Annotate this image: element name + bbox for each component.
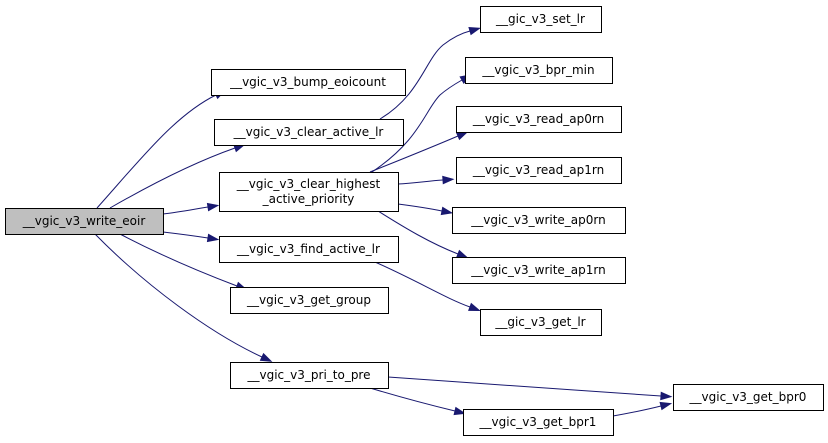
edge-get_bpr1-to-get_bpr0 — [612, 401, 673, 417]
node-get-bpr0[interactable]: __vgic_v3_get_bpr0 — [673, 384, 824, 411]
edge-arrowhead — [442, 175, 455, 185]
node-root[interactable]: __vgic_v3_write_eoir — [5, 208, 164, 235]
node-label: __vgic_v3_write_eoir — [22, 214, 146, 228]
node-box[interactable] — [219, 236, 399, 263]
edge-line — [369, 135, 459, 173]
edge-root-to-pri_to_pre — [94, 233, 273, 362]
edge-root-to-clear_hp — [162, 202, 220, 215]
node-label: __vgic_v3_read_ap0rn — [472, 112, 604, 126]
node-label: __vgic_v3_get_bpr0 — [689, 390, 807, 404]
edge-arrowhead — [453, 406, 467, 416]
node-label: __vgic_v3_pri_to_pre — [247, 368, 371, 382]
node-box[interactable] — [480, 6, 602, 33]
node-box[interactable] — [463, 409, 614, 436]
node-box[interactable] — [456, 157, 622, 184]
edge-line — [162, 231, 209, 239]
node-get-group[interactable]: __vgic_v3_get_group — [230, 287, 389, 314]
edge-line — [612, 405, 662, 417]
node-box[interactable] — [211, 69, 406, 96]
edge-arrowhead — [468, 302, 481, 311]
node-label: __gic_v3_get_lr — [494, 315, 585, 329]
edge-clear_lr-to-set_lr — [379, 26, 482, 120]
edges-layer — [94, 26, 673, 417]
node-label: __gic_v3_set_lr — [495, 12, 585, 26]
edge-root-to-find_lr — [162, 231, 220, 243]
node-read-ap1rn[interactable]: __vgic_v3_read_ap1rn — [456, 157, 622, 184]
edge-arrowhead — [455, 249, 469, 259]
edge-line — [397, 203, 443, 212]
node-read-ap0rn[interactable]: __vgic_v3_read_ap0rn — [456, 106, 622, 133]
node-box[interactable] — [219, 172, 399, 212]
node-box[interactable] — [230, 287, 389, 314]
node-box[interactable] — [214, 119, 404, 146]
edge-arrowhead — [468, 26, 482, 36]
node-label: __vgic_v3_get_bpr1 — [479, 415, 597, 429]
node-box[interactable] — [465, 57, 613, 84]
node-label: __vgic_v3_write_ap1rn — [470, 263, 606, 277]
edge-arrowhead — [660, 391, 673, 401]
node-get-lr[interactable]: __gic_v3_get_lr — [480, 309, 602, 336]
edge-clear_hp-to-read_ap1rn — [397, 175, 455, 185]
node-label: __vgic_v3_bump_eoicount — [229, 75, 386, 89]
node-box[interactable] — [673, 384, 824, 411]
edge-line — [162, 206, 209, 215]
node-label: __vgic_v3_read_ap1rn — [472, 163, 604, 177]
node-label: __vgic_v3_write_ap0rn — [470, 213, 606, 227]
nodes-layer: __vgic_v3_write_eoir __vgic_v3_bump_eoico… — [5, 6, 824, 436]
edge-line — [109, 147, 236, 209]
node-label: __vgic_v3_get_group — [246, 293, 371, 307]
edge-pri_to_pre-to-get_bpr1 — [369, 387, 467, 416]
node-box[interactable] — [452, 257, 626, 284]
node-bpr-min[interactable]: __vgic_v3_bpr_min — [465, 57, 613, 84]
node-write-ap1rn[interactable]: __vgic_v3_write_ap1rn — [452, 257, 626, 284]
node-bump[interactable]: __vgic_v3_bump_eoicount — [211, 69, 406, 96]
edge-arrowhead — [206, 202, 220, 212]
edge-line — [371, 79, 463, 173]
node-box[interactable] — [456, 106, 622, 133]
edge-find_lr-to-get_lr — [374, 261, 481, 311]
node-write-ap0rn[interactable]: __vgic_v3_write_ap0rn — [452, 207, 626, 234]
edge-line — [377, 210, 459, 255]
node-label: __vgic_v3_find_active_lr — [236, 242, 380, 256]
edge-arrowhead — [455, 131, 469, 141]
edge-line — [369, 387, 456, 412]
node-label: _active_priority — [262, 192, 355, 206]
edge-pri_to_pre-to-get_bpr0 — [387, 376, 673, 401]
edge-clear_hp-to-write_ap0rn — [397, 203, 454, 216]
edge-line — [94, 233, 263, 358]
edge-arrowhead — [659, 401, 673, 411]
edge-root-to-bump — [96, 89, 227, 209]
node-box[interactable] — [480, 309, 602, 336]
node-clear-lr[interactable]: __vgic_v3_clear_active_lr — [214, 119, 404, 146]
edge-line — [397, 179, 444, 185]
node-label: __vgic_v3_bpr_min — [481, 63, 594, 77]
edge-line — [374, 261, 471, 308]
node-label: __vgic_v3_clear_active_lr — [233, 125, 384, 139]
edge-line — [379, 30, 471, 120]
node-get-bpr1[interactable]: __vgic_v3_get_bpr1 — [463, 409, 614, 436]
edge-line — [119, 233, 238, 287]
node-pri-to-pre[interactable]: __vgic_v3_pri_to_pre — [230, 362, 389, 389]
node-clear-hp[interactable]: __vgic_v3_clear_highest_active_priority — [219, 172, 399, 212]
node-find-lr[interactable]: __vgic_v3_find_active_lr — [219, 236, 399, 263]
edge-line — [387, 376, 662, 397]
node-label: __vgic_v3_clear_highest — [236, 177, 381, 191]
node-set-lr[interactable]: __gic_v3_set_lr — [480, 6, 602, 33]
node-box[interactable] — [5, 208, 164, 235]
edge-arrowhead — [259, 352, 273, 362]
edge-arrowhead — [206, 233, 220, 243]
edge-arrowhead — [440, 206, 454, 216]
node-box[interactable] — [452, 207, 626, 234]
edge-line — [96, 94, 217, 209]
node-box[interactable] — [230, 362, 389, 389]
